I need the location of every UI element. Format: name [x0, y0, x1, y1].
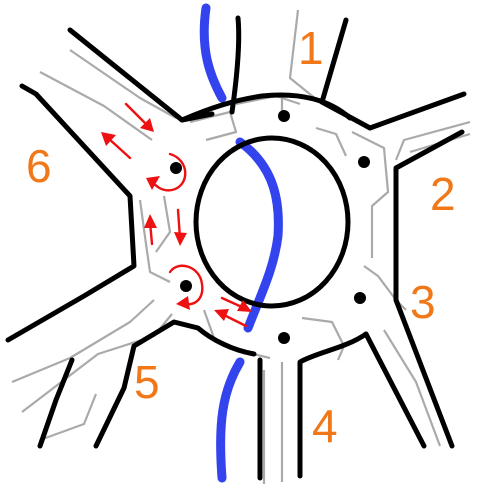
- arrowhead-loop-6: [146, 176, 160, 190]
- edge-ring-lowerleft: [93, 319, 257, 449]
- label-junction-6: 6: [26, 140, 52, 192]
- arrow-arm6-in: [124, 102, 150, 128]
- edge-arm5-upper: [5, 83, 137, 343]
- lane-arm-2: [394, 120, 471, 161]
- central-island: [193, 135, 351, 309]
- edge-arm1-left: [229, 15, 242, 115]
- label-junction-4: 4: [312, 400, 338, 452]
- arrowhead-arm6-out: [101, 132, 116, 146]
- lane-arm-6: [39, 71, 153, 141]
- arrowhead-loop-5: [176, 296, 190, 310]
- lane-arm-1: [288, 9, 323, 105]
- arrow-loop-6: [148, 152, 187, 192]
- label-junction-1: 1: [298, 22, 324, 74]
- arrowhead-arm6-in: [140, 118, 154, 132]
- lane-arm-5c: [39, 393, 98, 442]
- signal-dots: [170, 110, 370, 344]
- signal-dot-3: [354, 292, 366, 304]
- lane-markings: [11, 9, 471, 484]
- arrow-arm6-out: [106, 136, 132, 160]
- lane-ring-6: [138, 199, 171, 283]
- lane-ring-right: [315, 126, 348, 157]
- junction-labels: 1 2 3 4 5 6: [26, 22, 456, 452]
- edge-arm2-low: [393, 129, 465, 449]
- arrow-loop-5: [168, 264, 204, 306]
- label-junction-5: 5: [134, 356, 160, 408]
- road-edges: [5, 15, 467, 481]
- edge-ring-upper: [179, 92, 353, 123]
- signal-dot-2: [358, 156, 370, 168]
- lane-arm-5b: [11, 299, 155, 384]
- signal-dot-5: [180, 280, 192, 292]
- lane-ring-4: [301, 316, 346, 361]
- flow-arrows: [101, 102, 252, 328]
- lane-ring-3: [363, 265, 407, 311]
- lane-arm-6b: [69, 49, 177, 119]
- river: [199, 3, 283, 483]
- lane-ring-top: [189, 110, 238, 142]
- arrowhead-down: [174, 232, 187, 246]
- edge-ring-bottom: [297, 331, 369, 479]
- lane-arm-3: [383, 329, 442, 447]
- arrowhead-arm5-left: [214, 309, 229, 321]
- signal-dot-1: [278, 110, 290, 122]
- lane-arm-5: [21, 313, 173, 413]
- edge-arm6-top: [67, 27, 215, 123]
- signal-dot-4: [278, 332, 290, 344]
- label-junction-3: 3: [410, 276, 436, 328]
- arrowhead-up: [144, 214, 157, 228]
- edge-arm3-left: [363, 331, 427, 449]
- signal-dot-6: [170, 162, 182, 174]
- lane-ring-6b: [155, 195, 172, 253]
- edge-arm5-tail: [37, 357, 75, 449]
- label-junction-2: 2: [430, 168, 456, 220]
- arrowhead-arm5-right: [237, 300, 252, 312]
- lane-ring-2: [351, 131, 390, 258]
